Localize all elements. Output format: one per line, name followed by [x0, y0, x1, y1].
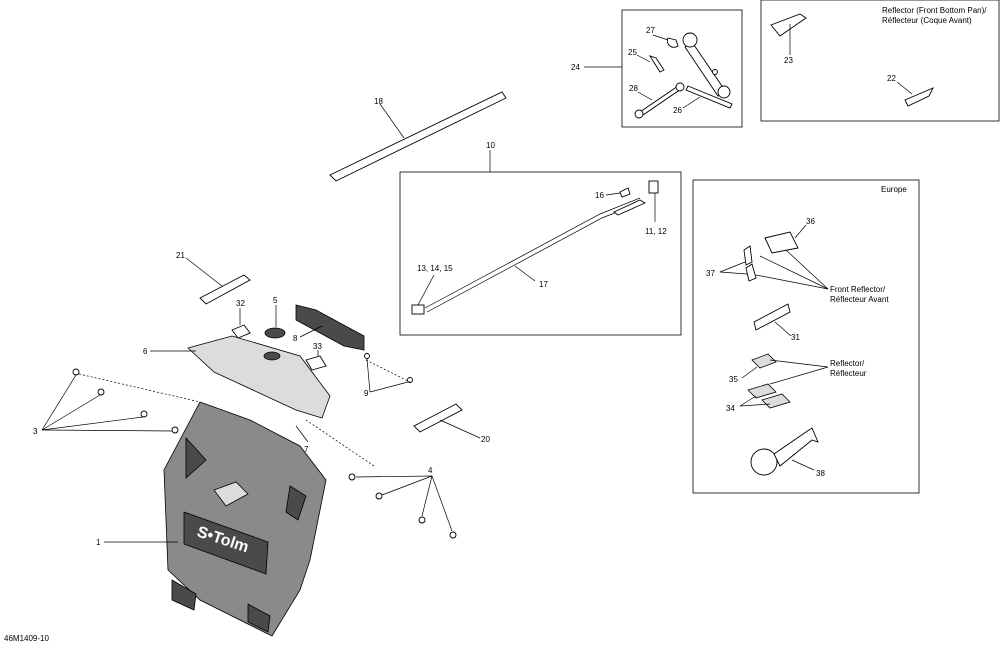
callout-3: 3 — [33, 427, 38, 436]
callout-23: 23 — [784, 56, 793, 65]
tool-bar — [685, 85, 733, 109]
grille-8 — [295, 304, 365, 351]
trim-rail — [329, 91, 507, 182]
label-33 — [305, 355, 327, 371]
callout-26: 26 — [673, 106, 682, 115]
cable-box — [399, 171, 682, 336]
callout-27: 27 — [646, 26, 655, 35]
callout-13-14-15: 13, 14, 15 — [417, 264, 453, 273]
callout-37: 37 — [706, 269, 715, 278]
callout-16: 16 — [595, 191, 604, 200]
reflector-20 — [413, 403, 463, 433]
callout-32: 32 — [236, 299, 245, 308]
figure-code: 46M1409-10 — [4, 634, 49, 643]
cable — [424, 197, 641, 309]
emblem-5 — [264, 327, 286, 339]
callout-35: 35 — [729, 375, 738, 384]
callout-22: 22 — [887, 74, 896, 83]
bumper-cover-6 — [187, 335, 331, 419]
clip-part — [666, 37, 679, 48]
reflector-35 — [751, 353, 777, 369]
callout-34: 34 — [726, 404, 735, 413]
callout-31: 31 — [791, 333, 800, 342]
europe-title: Europe — [881, 185, 907, 194]
reflector-36 — [764, 231, 799, 254]
callout-8: 8 — [293, 334, 298, 343]
bracket-37b — [745, 263, 757, 282]
tool-38-ball — [750, 448, 778, 476]
callout-21: 21 — [176, 251, 185, 260]
front-reflector-2: Réflecteur Avant — [830, 295, 889, 304]
reflector-21 — [199, 274, 251, 305]
callout-6: 6 — [143, 347, 148, 356]
callout-20: 20 — [481, 435, 490, 444]
callout-4: 4 — [428, 466, 433, 475]
hex-key — [648, 55, 665, 73]
callout-9: 9 — [364, 389, 369, 398]
callout-10: 10 — [486, 141, 495, 150]
label-32 — [231, 324, 251, 339]
callout-1: 1 — [96, 538, 101, 547]
callout-38: 38 — [816, 469, 825, 478]
callout-18: 18 — [374, 97, 383, 106]
reflector-22-shape — [904, 87, 934, 107]
front-pan-reflector-box — [760, 0, 1000, 122]
bracket-37a — [743, 245, 753, 266]
reflector-34b — [761, 393, 791, 409]
callout-25: 25 — [628, 48, 637, 57]
callout-17: 17 — [539, 280, 548, 289]
callout-36: 36 — [806, 217, 815, 226]
reflector-23-shape — [770, 13, 807, 37]
bumper-badge-panel — [183, 511, 269, 575]
callout-7: 7 — [304, 445, 309, 454]
tool-38-horn — [773, 427, 819, 467]
front-pan-title-1: Reflector (Front Bottom Pan)/ — [882, 6, 987, 15]
europe-box — [692, 179, 920, 494]
callout-11-12: 11, 12 — [645, 227, 667, 236]
cable-end — [411, 304, 425, 315]
reflector-34a — [747, 383, 777, 399]
reflector-label-2: Réflecteur — [830, 369, 867, 378]
reflector-31 — [753, 303, 791, 331]
callout-5: 5 — [273, 296, 278, 305]
callout-33: 33 — [313, 342, 322, 351]
front-pan-title-2: Réflecteur (Coque Avant) — [882, 16, 972, 25]
front-reflector-1: Front Reflector/ — [830, 285, 886, 294]
callout-28: 28 — [629, 84, 638, 93]
callout-24: 24 — [571, 63, 580, 72]
cable-clip — [648, 180, 659, 194]
reflector-label-1: Reflector/ — [830, 359, 865, 368]
tool-kit-box — [621, 9, 743, 128]
